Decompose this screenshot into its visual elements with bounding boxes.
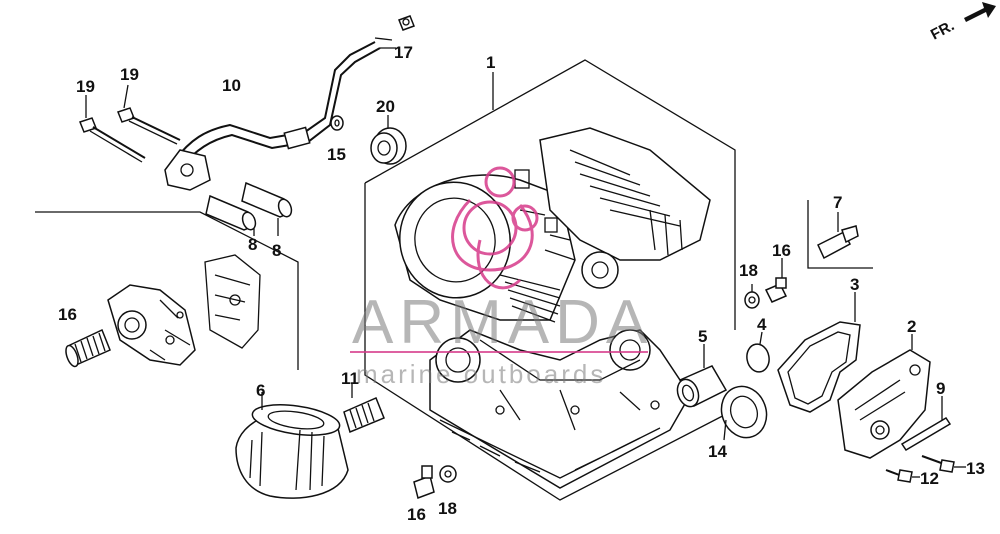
assembly-outline-bottom: [364, 183, 739, 501]
callout-18b: 18: [438, 499, 457, 518]
callout-5: 5: [698, 327, 707, 346]
part-4-o-ring: [746, 331, 770, 373]
part-11-nipple: [343, 384, 385, 434]
part-18-washer-right: [744, 284, 760, 309]
filter-area-outline: [35, 211, 299, 370]
part-10-pipe: [164, 37, 396, 191]
part-2-cover: [837, 334, 931, 459]
part-16-bolt-bottom: [413, 475, 435, 499]
callout-8b: 8: [272, 241, 281, 260]
callout-16c: 16: [407, 505, 426, 524]
callout-2: 2: [907, 317, 916, 336]
watermark-brand: ARMADA: [352, 288, 653, 357]
fr-arrow-icon: [964, 2, 996, 22]
callout-7: 7: [833, 193, 842, 212]
engine-mount-fragment: [204, 254, 261, 349]
callout-8a: 8: [248, 235, 257, 254]
callout-17: 17: [394, 43, 413, 62]
callout-4: 4: [757, 315, 767, 334]
assembly-outline-top: [364, 59, 736, 330]
fr-label: FR.: [928, 17, 957, 43]
callout-6: 6: [256, 381, 265, 400]
part-16-shank-bottom: [421, 465, 433, 479]
part-19-bolts: [79, 84, 181, 163]
callout-16b: 16: [772, 241, 791, 260]
callout-14: 14: [708, 442, 727, 461]
callout-18a: 18: [739, 261, 758, 280]
part-6-oil-filter: [235, 392, 349, 499]
callout-10: 10: [222, 76, 241, 95]
callout-13: 13: [966, 459, 985, 478]
part-17-plug: [398, 15, 415, 31]
part-16-fitting-right: [764, 258, 788, 303]
cylinder-block: [394, 127, 711, 489]
callout-3: 3: [850, 275, 859, 294]
callout-11: 11: [341, 369, 359, 388]
callout-16a: 16: [58, 305, 77, 324]
part-12-bolt: [885, 469, 920, 483]
part-18-washer-bottom: [439, 465, 457, 483]
part-13-bolt: [921, 455, 966, 473]
callout-19a: 19: [76, 77, 95, 96]
armada-logo-icon: [451, 166, 539, 290]
callout-15: 15: [327, 145, 346, 164]
armada-watermark: ARMADA marine outboards: [350, 166, 653, 389]
part-7-outline: [807, 200, 873, 269]
part-20-bearing: [370, 115, 407, 165]
part-15-washer: [330, 115, 344, 131]
part-7-fitting: [817, 212, 859, 260]
callout-19b: 19: [120, 65, 139, 84]
part-5-bushing: [676, 344, 728, 408]
part-8-dowels: [205, 181, 293, 236]
callout-labels: 1 2 3 4 5 6 7 8 8 9 10 11 12 13 14 15 16…: [58, 43, 985, 524]
callout-1: 1: [486, 53, 495, 72]
callout-20: 20: [376, 97, 395, 116]
filter-base: [107, 284, 196, 366]
part-16-fitting-left: [65, 328, 111, 368]
callout-9: 9: [936, 379, 945, 398]
part-9-strap: [900, 396, 952, 452]
part-14-oil-seal: [720, 385, 768, 441]
front-direction-indicator: FR.: [928, 2, 996, 44]
part-3-gasket: [777, 292, 861, 413]
callout-12: 12: [920, 469, 939, 488]
watermark-tagline: marine outboards: [356, 359, 606, 389]
